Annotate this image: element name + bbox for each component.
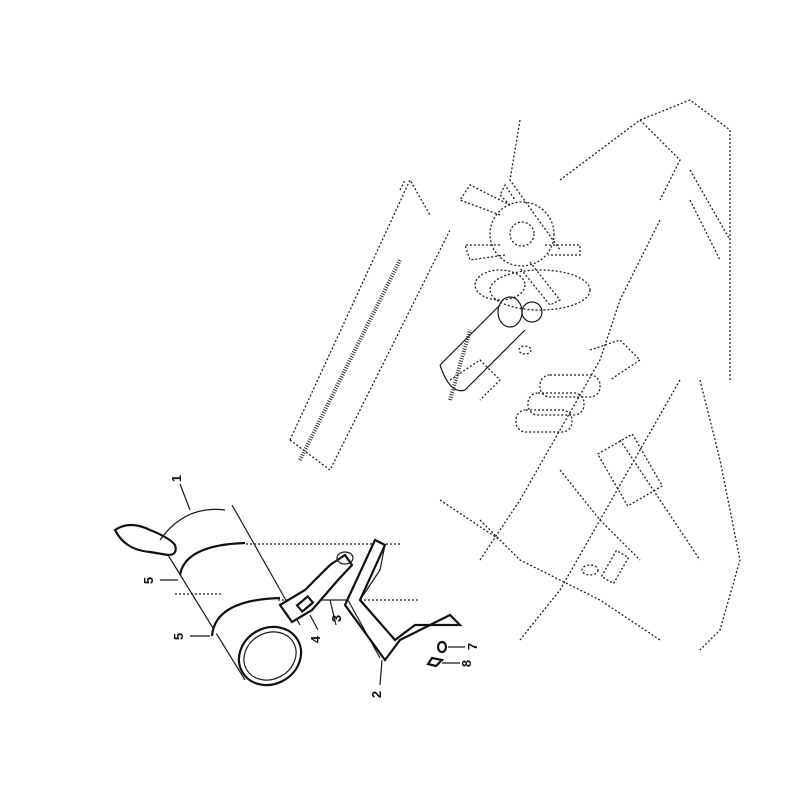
hardware — [426, 640, 448, 668]
callout-5-lower: 5 — [171, 632, 187, 641]
engine-frame — [289, 99, 741, 651]
washer — [436, 640, 448, 654]
exhaust-pipe — [278, 551, 354, 624]
callout-5-upper: 5 — [141, 576, 157, 585]
bolt — [426, 656, 445, 668]
callout-2: 2 — [369, 690, 385, 699]
clamp — [295, 594, 315, 614]
callout-7: 7 — [465, 642, 481, 651]
callout-leaders — [160, 483, 465, 686]
strap-upper — [178, 541, 246, 576]
mounting-bracket — [343, 538, 463, 662]
pulley-cylinders — [439, 296, 601, 433]
stacked-cylinders — [515, 374, 601, 433]
callout-8: 8 — [459, 659, 475, 668]
strap-lower — [210, 596, 281, 637]
callout-4: 4 — [308, 635, 324, 644]
callout-3: 3 — [329, 614, 345, 623]
fan-assembly — [459, 183, 591, 311]
muffler — [113, 504, 303, 687]
callout-1: 1 — [169, 474, 185, 483]
